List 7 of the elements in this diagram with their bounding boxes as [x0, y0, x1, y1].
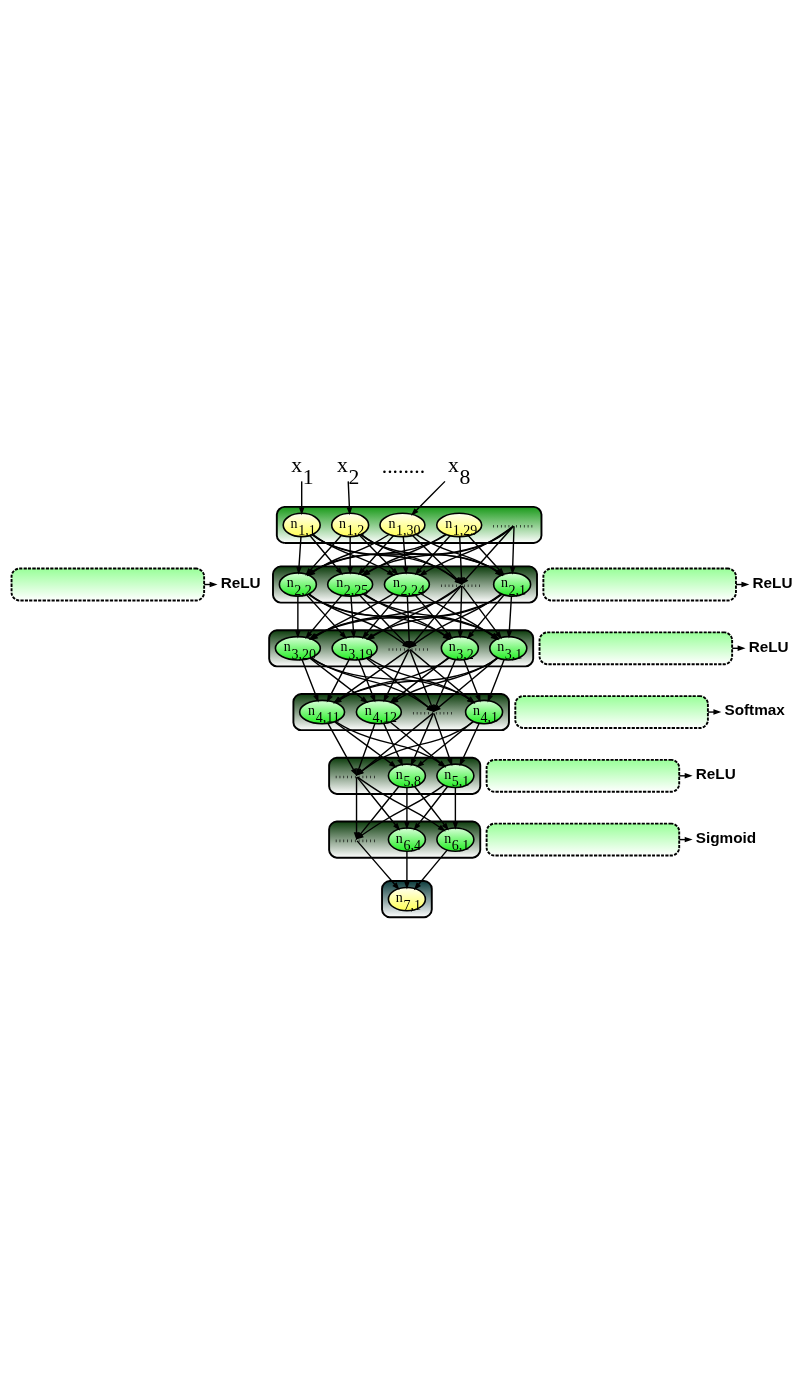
node-text: ReLU [220, 573, 261, 591]
node-text: Softmax [723, 701, 785, 719]
node-text: Sigmoid [695, 828, 756, 846]
node-text: ReLU [748, 637, 789, 655]
label: ........ [381, 453, 425, 478]
node-text: ReLU [752, 573, 792, 591]
node-text: ReLU [695, 765, 736, 783]
